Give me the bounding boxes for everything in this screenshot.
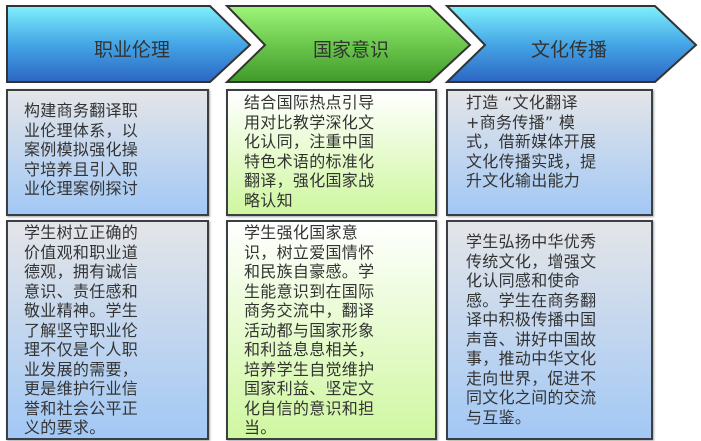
chevron-cultural-communication (444, 5, 698, 83)
content-box-3: 打造 “文化翻译 +商务传播” 模 式，借新媒体开展 文化传播实践，提 升文化输… (446, 89, 653, 216)
content-box-2: 结合国际热点引导 用对比教学深化文 化认同，注重中国 特色术语的标准化 翻译，强… (226, 89, 437, 216)
outcome-box-3: 学生弘扬中华优秀 传统文化，增强文 化认同感和使命 感。学生在商务翻 译中积极传… (446, 220, 653, 440)
stage-title-1: 职业伦理 (93, 39, 170, 61)
chevron-national-awareness (224, 5, 472, 83)
outcome-box-1: 学生树立正确的 价值观和职业道 德观，拥有诚信 意识、责任感和 敬业精神。学生 … (6, 220, 209, 440)
chevron-professional-ethics (6, 5, 252, 83)
stage-title-3: 文化传播 (530, 39, 607, 61)
outcome-box-2: 学生强化国家意 识，树立爱国情怀 和民族自豪感。学 生能意识到在国际 商务交流中… (226, 220, 437, 440)
process-chevrons (6, 5, 698, 83)
content-box-1: 构建商务翻译职 业伦理体系，以 案例模拟强化操 守培养且引入职 业伦理案例探讨 (6, 89, 209, 216)
stage-title-2: 国家意识 (312, 39, 389, 61)
